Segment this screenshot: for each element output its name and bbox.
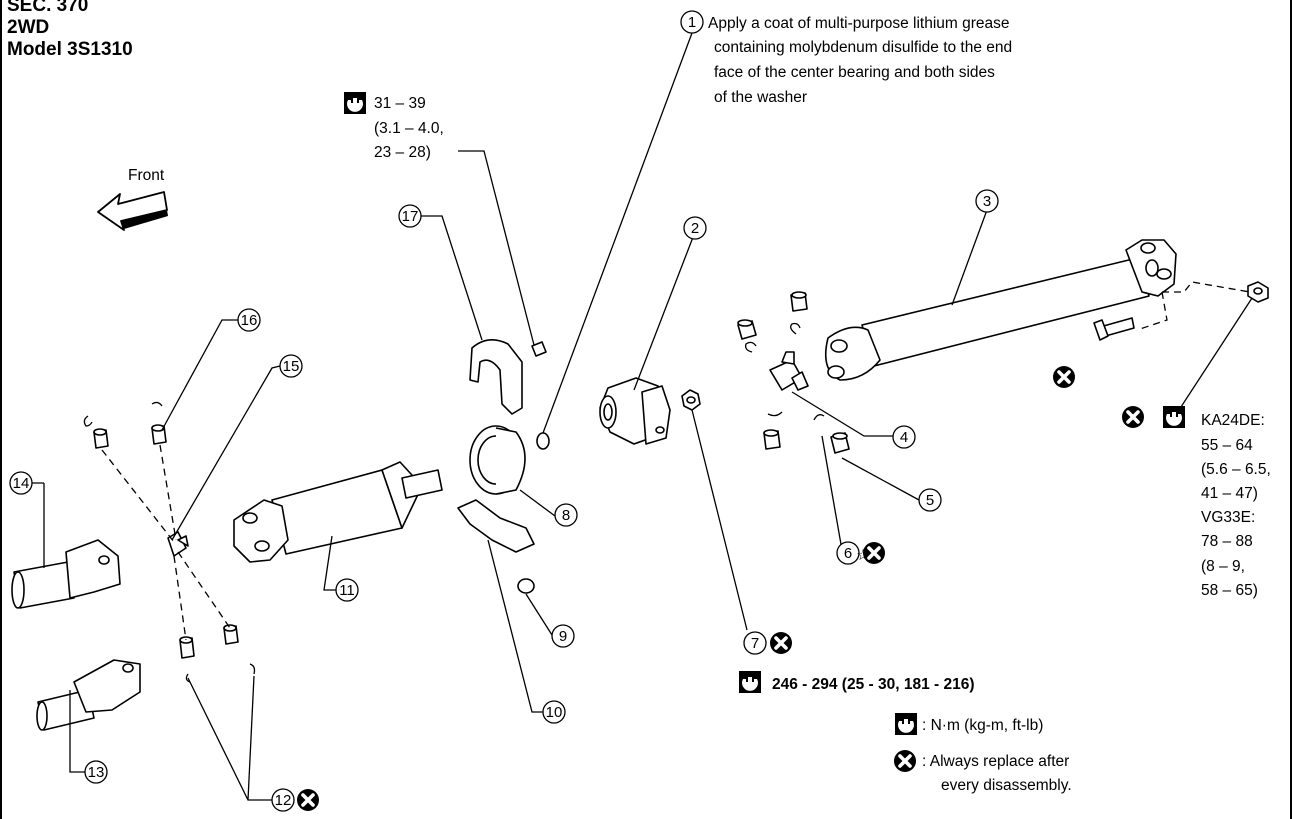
flange-torque-line-2: 55 – 64 bbox=[1201, 437, 1253, 454]
washer-9 bbox=[517, 578, 535, 594]
flange-bolt bbox=[1093, 317, 1135, 341]
washer bbox=[536, 432, 550, 450]
torque-wrench-icon bbox=[895, 713, 917, 735]
note-1-line-1: Apply a coat of multi-purpose lithium gr… bbox=[708, 15, 1010, 32]
bearing-torque-line-1: 31 – 39 bbox=[374, 95, 426, 112]
legend-torque-units: : N·m (kg-m, ft-lb) bbox=[922, 717, 1043, 734]
legend: : N·m (kg-m, ft-lb) : Always replace aft… bbox=[892, 713, 1072, 794]
callout-13: 13 bbox=[88, 764, 105, 781]
front-label: Front bbox=[128, 167, 165, 184]
flange-torque-line-5: VG33E: bbox=[1201, 509, 1255, 526]
center-nut-torque: 246 - 294 (25 - 30, 181 - 216) bbox=[739, 671, 975, 693]
always-replace-icon bbox=[892, 748, 918, 774]
note-1-line-2: containing molybdenum disulfide to the e… bbox=[714, 39, 1012, 56]
flange-torque-line-4: 41 – 47) bbox=[1201, 485, 1258, 502]
callout-10: 10 bbox=[546, 704, 563, 721]
callout-7: 7 bbox=[751, 635, 759, 652]
callout-1-number: 1 bbox=[688, 14, 696, 31]
flange-torque-line-1: KA24DE: bbox=[1201, 412, 1265, 429]
center-nut-torque-value: 246 - 294 (25 - 30, 181 - 216) bbox=[772, 676, 975, 693]
front-propeller-shaft bbox=[233, 461, 443, 563]
torque-wrench-icon bbox=[1163, 406, 1185, 428]
torque-wrench-icon bbox=[344, 92, 366, 114]
note-1-line-4: of the washer bbox=[714, 89, 807, 106]
center-bearing-bracket bbox=[469, 339, 547, 415]
rear-propeller-shaft bbox=[824, 239, 1177, 381]
legend-replace-line-2: every disassembly. bbox=[941, 777, 1072, 794]
bearing-torque-line-2: (3.1 – 4.0, bbox=[374, 120, 444, 137]
model-label: Model 3S1310 bbox=[7, 39, 133, 60]
callout-9: 9 bbox=[559, 628, 567, 645]
front-arrow-icon bbox=[97, 191, 168, 231]
callout-12: 12 bbox=[275, 792, 292, 809]
callout-3: 3 bbox=[983, 193, 991, 210]
drive-type-label: 2WD bbox=[7, 17, 49, 38]
center-nut bbox=[681, 389, 701, 411]
callout-4: 4 bbox=[900, 429, 908, 446]
snap-rings-rear bbox=[744, 322, 825, 421]
callout-11: 11 bbox=[339, 582, 355, 599]
center-bearing bbox=[469, 425, 526, 495]
callout-8: 8 bbox=[562, 507, 570, 524]
flange-nut bbox=[1247, 281, 1269, 303]
flange-torque-line-3: (5.6 – 6.5, bbox=[1201, 461, 1271, 478]
always-replace-icon bbox=[1120, 404, 1146, 430]
front-flange-yoke bbox=[11, 539, 121, 609]
callout-15: 15 bbox=[283, 358, 300, 375]
legend-replace-line-1: : Always replace after bbox=[922, 753, 1069, 770]
callout-2: 2 bbox=[691, 220, 699, 237]
callout-16: 16 bbox=[241, 312, 258, 329]
always-replace-icon bbox=[768, 630, 794, 656]
bearing-bracket-plate bbox=[457, 499, 535, 553]
rear-journal-bearings bbox=[737, 291, 850, 454]
flange-torque-line-7: (8 – 9, bbox=[1201, 558, 1245, 575]
torque-wrench-icon bbox=[739, 671, 761, 693]
always-replace-icon bbox=[1051, 364, 1077, 390]
callout-6: 6 bbox=[844, 545, 852, 562]
always-replace-icon bbox=[295, 787, 321, 813]
front-journal-bearings bbox=[93, 424, 239, 659]
section-label: SEC. 370 bbox=[7, 0, 88, 16]
flange-nut-torque: KA24DE: 55 – 64 (5.6 – 6.5, 41 – 47) VG3… bbox=[1120, 294, 1271, 599]
note-1: 1 Apply a coat of multi-purpose lithium … bbox=[680, 10, 1012, 106]
callout-17: 17 bbox=[402, 208, 419, 225]
flange-yoke bbox=[599, 377, 671, 445]
leader-lines bbox=[32, 32, 988, 801]
bearing-bracket-torque: 31 – 39 (3.1 – 4.0, 23 – 28) bbox=[344, 92, 535, 346]
callout-circles: 2 3 4 5 6 7 8 9 10 11 12 13 14 15 16 17 bbox=[9, 189, 999, 812]
callout-5: 5 bbox=[926, 492, 934, 509]
flange-torque-line-6: 78 – 88 bbox=[1201, 533, 1253, 550]
note-1-line-3: face of the center bearing and both side… bbox=[714, 64, 995, 81]
sleeve-yoke bbox=[36, 659, 141, 731]
bearing-torque-line-3: 23 – 28) bbox=[374, 144, 431, 161]
flange-torque-line-8: 58 – 65) bbox=[1201, 582, 1258, 599]
star-symbol: ☆ bbox=[856, 547, 870, 564]
callout-14: 14 bbox=[13, 475, 30, 492]
